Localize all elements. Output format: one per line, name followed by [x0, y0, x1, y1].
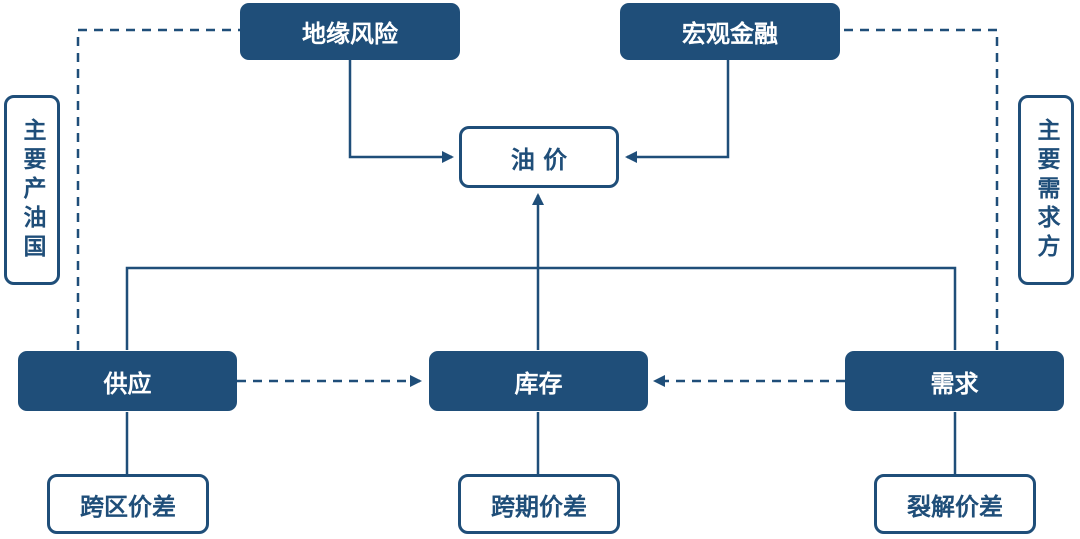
arrow-macro-to-oil	[625, 60, 730, 163]
arrow-geopolitical-to-oil	[348, 60, 454, 163]
node-demand: 需求	[845, 351, 1064, 411]
node-crack-spread: 裂解价差	[874, 474, 1036, 534]
node-cross-period-spread: 跨期价差	[458, 474, 620, 534]
node-inventory: 库存	[429, 351, 648, 411]
node-cross-region-spread: 跨区价差	[47, 474, 209, 534]
node-major-consumers: 主要需求方	[1018, 95, 1074, 285]
dashed-producers-link	[76, 28, 240, 350]
dashed-consumers-link	[840, 28, 999, 350]
node-oil-price: 油 价	[459, 126, 619, 188]
node-major-producers: 主要产油国	[4, 95, 60, 285]
line-supply-demand-bracket	[125, 266, 957, 350]
node-geopolitical-risk: 地缘风险	[240, 3, 460, 60]
node-macro-finance: 宏观金融	[620, 3, 840, 60]
node-supply: 供应	[18, 351, 237, 411]
